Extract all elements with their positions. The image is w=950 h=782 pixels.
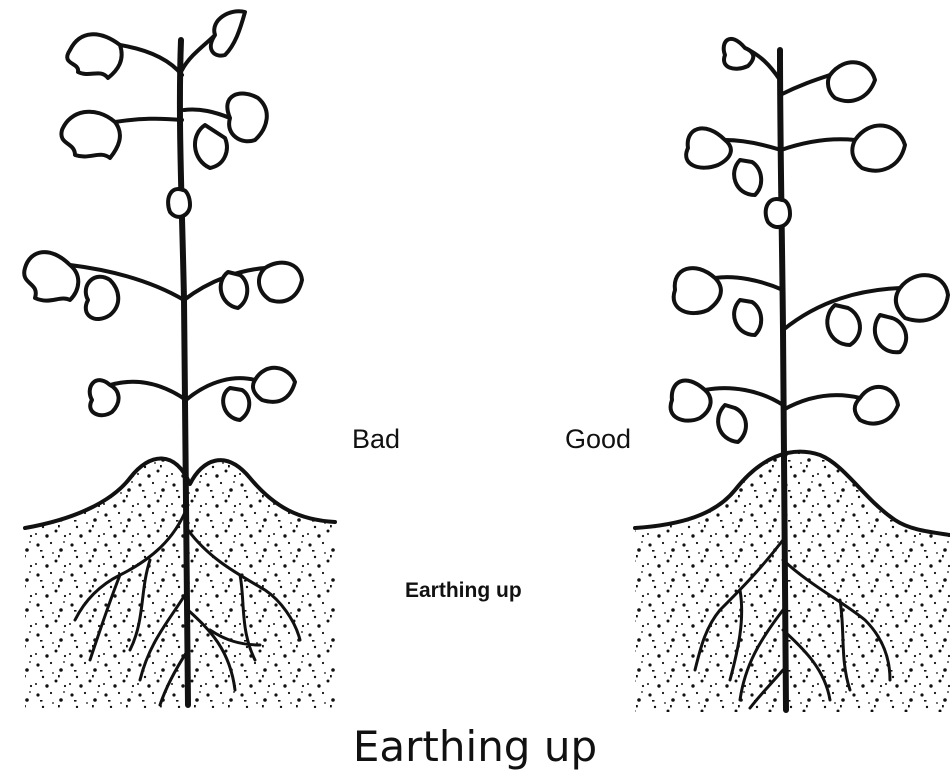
inner-caption: Earthing up bbox=[405, 579, 522, 603]
plant-illustrations bbox=[0, 0, 950, 730]
bad-branches bbox=[70, 35, 265, 400]
good-soil-mound bbox=[635, 452, 950, 712]
good-bud bbox=[766, 199, 790, 227]
good-plant bbox=[635, 39, 950, 712]
bad-leaves bbox=[24, 11, 302, 420]
bad-soil-mound bbox=[25, 458, 335, 708]
bad-label: Bad bbox=[352, 424, 400, 455]
good-label: Good bbox=[565, 424, 631, 455]
figure-caption: Earthing up bbox=[0, 722, 950, 771]
good-branches bbox=[705, 48, 900, 410]
good-leaves bbox=[671, 39, 948, 442]
bad-plant bbox=[24, 11, 335, 708]
bad-bud bbox=[168, 189, 190, 217]
